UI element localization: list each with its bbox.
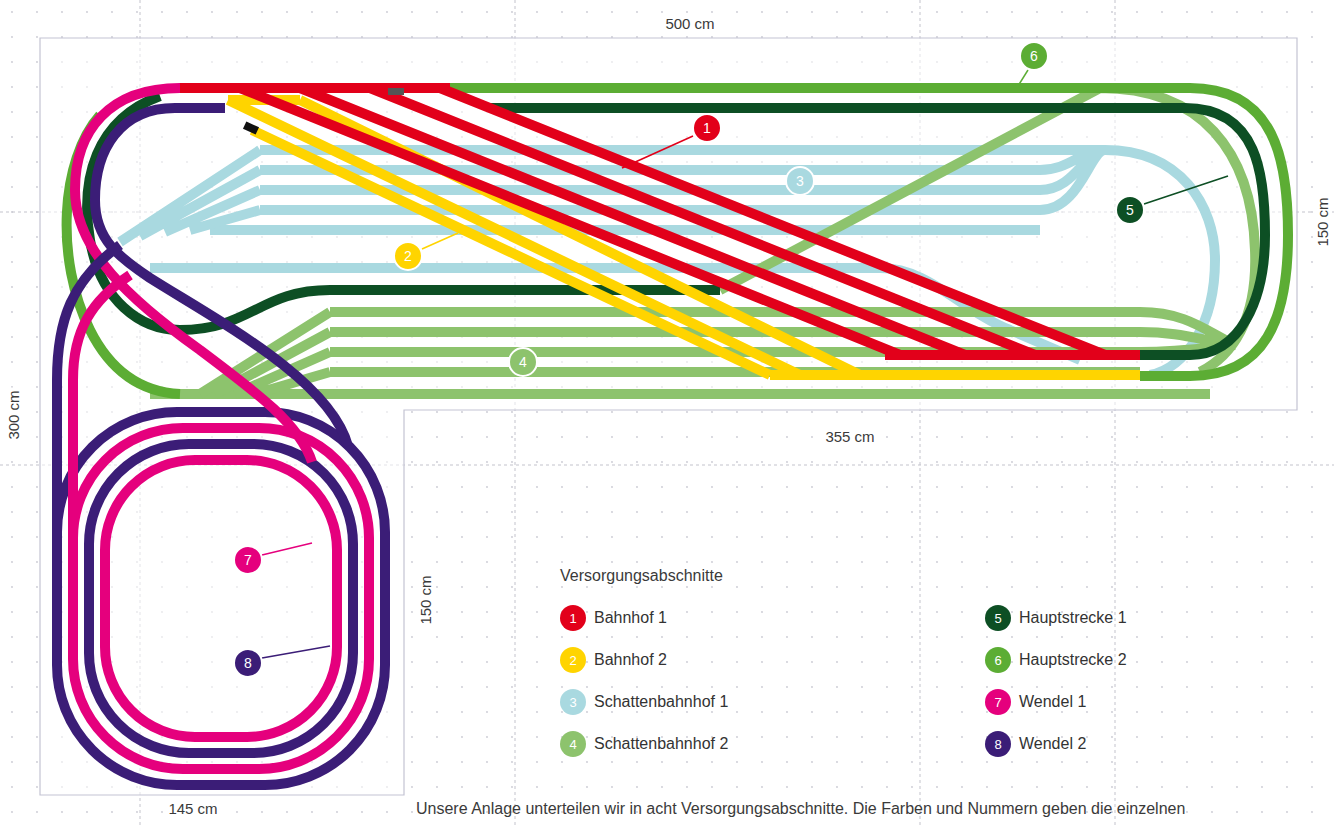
legend-text: Hauptstrecke 2 — [1019, 651, 1127, 669]
legend-swatch: 2 — [560, 647, 586, 673]
callout-number: 5 — [1115, 195, 1145, 225]
legend-swatch: 6 — [985, 647, 1011, 673]
callout-number: 7 — [233, 545, 263, 575]
legend-number: 3 — [569, 695, 576, 710]
legend-swatch: 1 — [560, 605, 586, 631]
callout-number: 1 — [692, 113, 722, 143]
baseboard-outline — [40, 38, 1297, 795]
dimension-label: 150 cm — [1314, 194, 1331, 249]
callout-number: 2 — [393, 241, 423, 271]
legend-swatch: 7 — [985, 689, 1011, 715]
legend-text: Bahnhof 1 — [594, 609, 667, 627]
callout-number: 6 — [1019, 41, 1049, 71]
legend-text: Schattenbahnhof 1 — [594, 693, 728, 711]
dimension-label: 150 cm — [417, 572, 434, 627]
locomotive — [243, 88, 404, 135]
dimension-label: 500 cm — [662, 15, 717, 32]
legend-swatch: 8 — [985, 731, 1011, 757]
legend-row: 5 Hauptstrecke 1 — [985, 605, 1127, 631]
legend-row: 8 Wendel 2 — [985, 731, 1086, 757]
leader-lines — [262, 70, 1228, 658]
legend-row: 7 Wendel 1 — [985, 689, 1086, 715]
callout-number: 8 — [233, 648, 263, 678]
legend-number: 7 — [994, 695, 1001, 710]
legend-number: 2 — [569, 653, 576, 668]
legend-text: Schattenbahnhof 2 — [594, 735, 728, 753]
legend-row: 2 Bahnhof 2 — [560, 647, 667, 673]
legend-text: Wendel 2 — [1019, 735, 1086, 753]
legend-title: Versorgungsabschnitte — [560, 567, 723, 585]
legend-row: 3 Schattenbahnhof 1 — [560, 689, 728, 715]
legend-swatch: 5 — [985, 605, 1011, 631]
legend-number: 4 — [569, 737, 576, 752]
legend-swatch: 4 — [560, 731, 586, 757]
callout-number: 3 — [785, 166, 815, 196]
dimension-label: 355 cm — [822, 428, 877, 445]
callout-number: 4 — [508, 347, 538, 377]
legend-text: Hauptstrecke 1 — [1019, 609, 1127, 627]
legend-row: 4 Schattenbahnhof 2 — [560, 731, 728, 757]
dimension-label: 300 cm — [5, 387, 22, 442]
legend-row: 1 Bahnhof 1 — [560, 605, 667, 631]
tracks — [57, 88, 1288, 785]
dimension-label: 145 cm — [165, 800, 220, 817]
legend-number: 8 — [994, 737, 1001, 752]
legend-number: 1 — [569, 611, 576, 626]
legend-number: 5 — [994, 611, 1001, 626]
legend-swatch: 3 — [560, 689, 586, 715]
legend-text: Wendel 1 — [1019, 693, 1086, 711]
legend-row: 6 Hauptstrecke 2 — [985, 647, 1127, 673]
caption: Unsere Anlage unterteilen wir in acht Ve… — [416, 800, 1185, 818]
legend-number: 6 — [994, 653, 1001, 668]
legend-text: Bahnhof 2 — [594, 651, 667, 669]
